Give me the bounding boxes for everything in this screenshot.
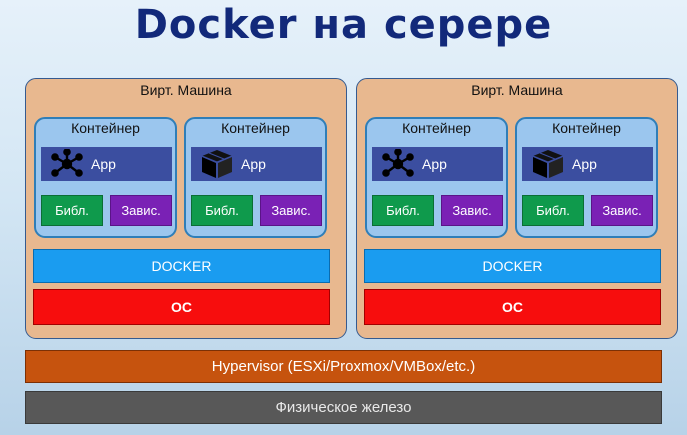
container-box: Контейнер App Библ. Завис. [184,117,327,238]
container-box: Контейнер App Библ. Завис. [515,117,658,238]
network-icon [382,149,414,177]
os-layer: OC [33,289,330,325]
docker-layer: DOCKER [33,249,330,283]
hardware-layer: Физическое железо [25,391,662,424]
container-label: Контейнер [402,120,471,136]
page-title: Docker на серере [134,2,553,48]
hypervisor-layer: Hypervisor (ESXi/Proxmox/VMBox/etc.) [25,350,662,383]
dependencies-box: Завис. [591,195,653,226]
os-layer: OC [364,289,661,325]
app-box: App [41,147,172,181]
app-label: App [91,156,116,172]
package-icon [532,150,564,178]
app-label: App [572,156,597,172]
libraries-box: Библ. [191,195,253,226]
vm-box-2: Вирт. Машина Контейнер App [356,78,678,339]
dependencies-box: Завис. [110,195,172,226]
container-box: Контейнер App Библ. Зав [34,117,177,238]
package-icon [201,150,233,178]
container-label: Контейнер [552,120,621,136]
network-icon [51,149,83,177]
app-label: App [422,156,447,172]
docker-layer: DOCKER [364,249,661,283]
app-box: App [522,147,653,181]
container-box: Контейнер App Библ. Зав [365,117,508,238]
vm-label: Вирт. Машина [140,82,232,98]
vm-label: Вирт. Машина [471,82,563,98]
libraries-box: Библ. [41,195,103,226]
dependencies-box: Завис. [441,195,503,226]
dependencies-box: Завис. [260,195,322,226]
vm-box-1: Вирт. Машина Контейнер App [25,78,347,339]
app-box: App [372,147,503,181]
container-label: Контейнер [221,120,290,136]
app-box: App [191,147,322,181]
libraries-box: Библ. [372,195,434,226]
app-label: App [241,156,266,172]
container-label: Контейнер [71,120,140,136]
libraries-box: Библ. [522,195,584,226]
